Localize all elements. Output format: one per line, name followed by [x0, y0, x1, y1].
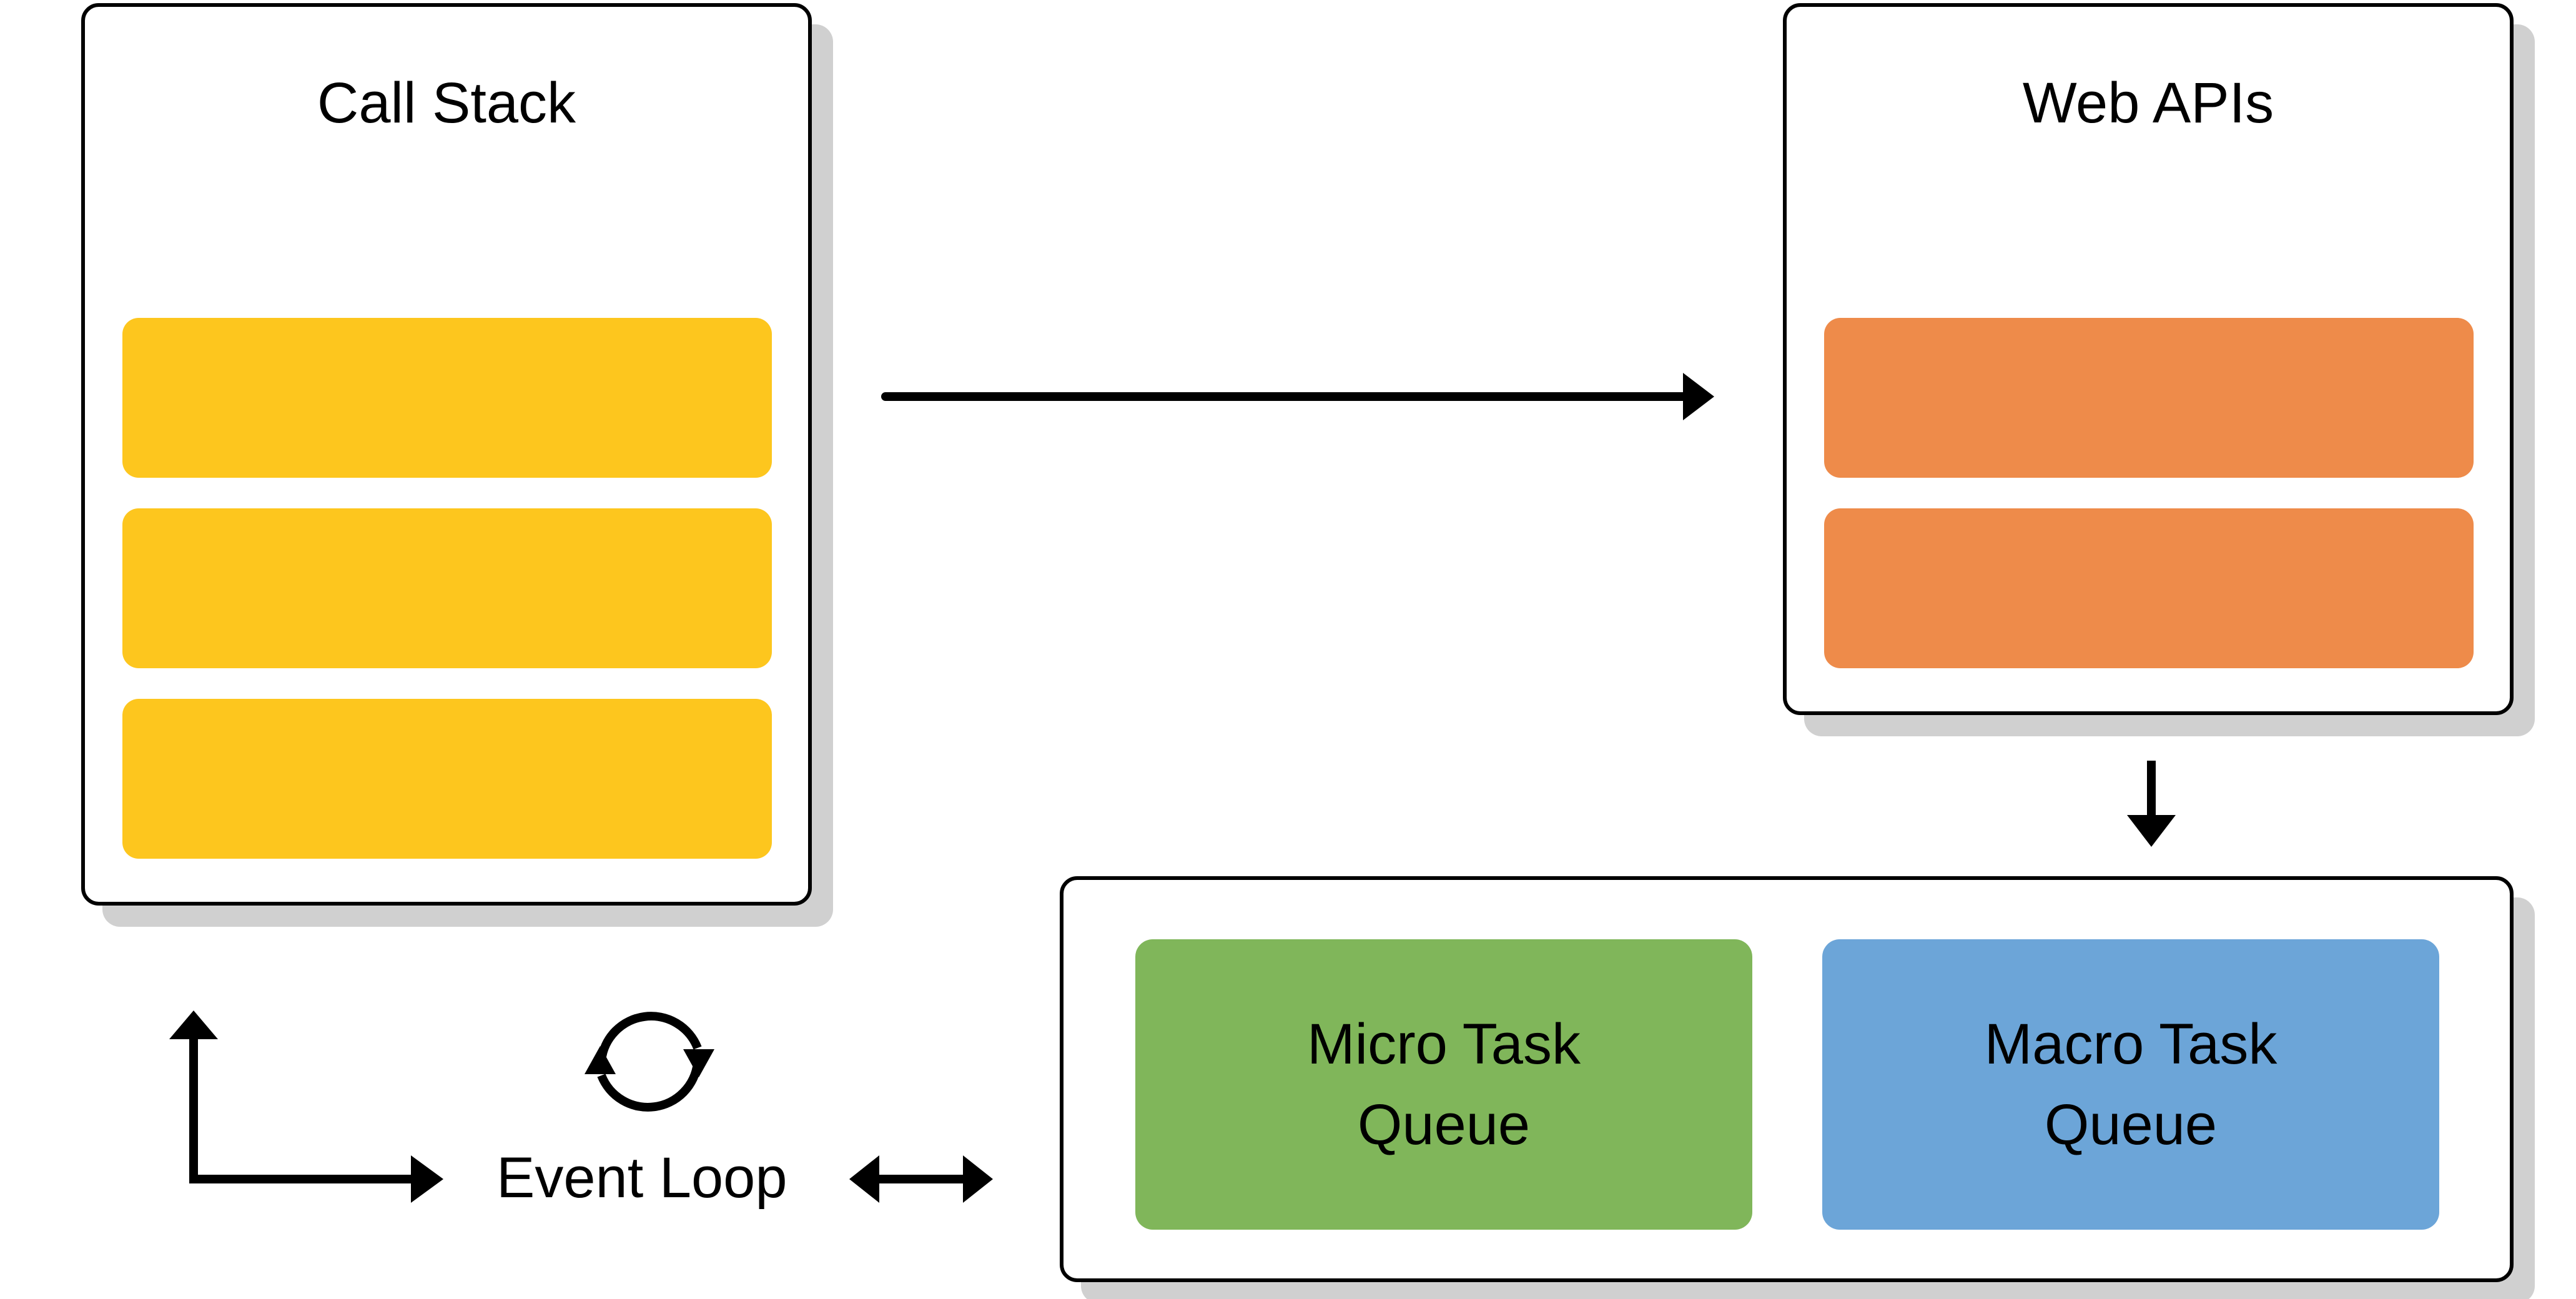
call-stack-frame-1 [122, 318, 772, 478]
web-apis-title: Web APIs [2022, 71, 2274, 135]
macro-task-queue: Macro Task Queue [1822, 939, 2439, 1230]
call-stack-frame-3 [122, 699, 772, 859]
web-api-item-2 [1824, 508, 2474, 668]
task-queues-panel: Micro Task Queue Macro Task Queue [1060, 876, 2514, 1282]
callstack-to-webapis-arrow [881, 373, 1714, 420]
call-stack-title: Call Stack [317, 71, 576, 135]
call-stack-panel: Call Stack [81, 3, 812, 906]
event-loop-to-callstack-arrow [169, 1010, 443, 1203]
micro-task-queue: Micro Task Queue [1135, 939, 1752, 1230]
web-apis-panel: Web APIs [1783, 3, 2514, 715]
webapis-to-queues-arrow [2127, 761, 2176, 847]
web-api-item-1 [1824, 318, 2474, 478]
call-stack-frame-2 [122, 508, 772, 668]
refresh-cycle-icon [585, 1012, 714, 1112]
event-loop-queues-double-arrow [849, 1155, 993, 1203]
event-loop-label: Event Loop [496, 1146, 787, 1210]
